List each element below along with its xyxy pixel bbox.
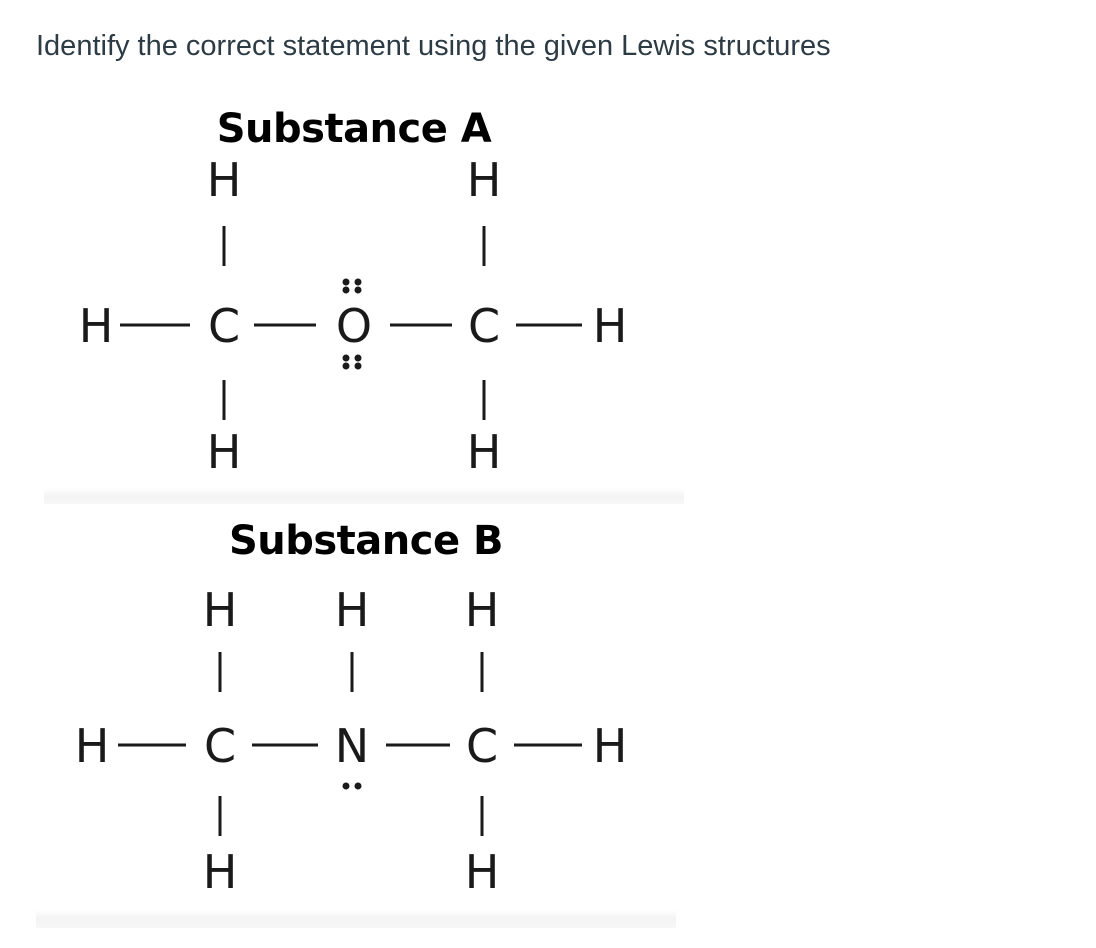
atom-h-top-right: H bbox=[465, 583, 500, 637]
atom-h-bottom-right: H bbox=[467, 425, 502, 479]
atom-h-bottom-right: H bbox=[465, 845, 500, 899]
substance-a-panel: Substance A H H H C O C H H H bbox=[44, 96, 684, 504]
atom-h-top-left: H bbox=[203, 583, 238, 637]
atom-c-left: C bbox=[208, 299, 240, 353]
atom-h-far-left: H bbox=[79, 299, 114, 353]
atom-h-bottom-left: H bbox=[207, 425, 242, 479]
atom-h-bottom-left: H bbox=[203, 845, 238, 899]
oxygen-lone-pairs bbox=[342, 278, 362, 370]
atom-o-center: O bbox=[336, 299, 372, 353]
atom-c-right: C bbox=[466, 719, 498, 773]
nitrogen-lone-pair bbox=[342, 782, 362, 790]
question-text: Identify the correct statement using the… bbox=[36, 30, 831, 62]
substance-b-title: Substance B bbox=[228, 518, 504, 564]
atom-h-far-right: H bbox=[593, 299, 628, 353]
atom-h-top-middle: H bbox=[335, 583, 370, 637]
substance-a-structure: H H H C O C H H H bbox=[79, 153, 628, 479]
atom-n-center: N bbox=[335, 719, 369, 773]
atom-h-far-left: H bbox=[75, 719, 110, 773]
substance-b-structure: H H H H C N C H H H bbox=[75, 583, 628, 899]
atom-h-top-right: H bbox=[467, 153, 502, 207]
atom-c-left: C bbox=[204, 719, 236, 773]
atom-c-right: C bbox=[468, 299, 500, 353]
atom-h-top-left: H bbox=[207, 153, 242, 207]
substance-b-panel: Substance B H H H H C N C H H H bbox=[36, 506, 676, 928]
substance-a-title: Substance A bbox=[216, 106, 492, 152]
atom-h-far-right: H bbox=[593, 719, 628, 773]
